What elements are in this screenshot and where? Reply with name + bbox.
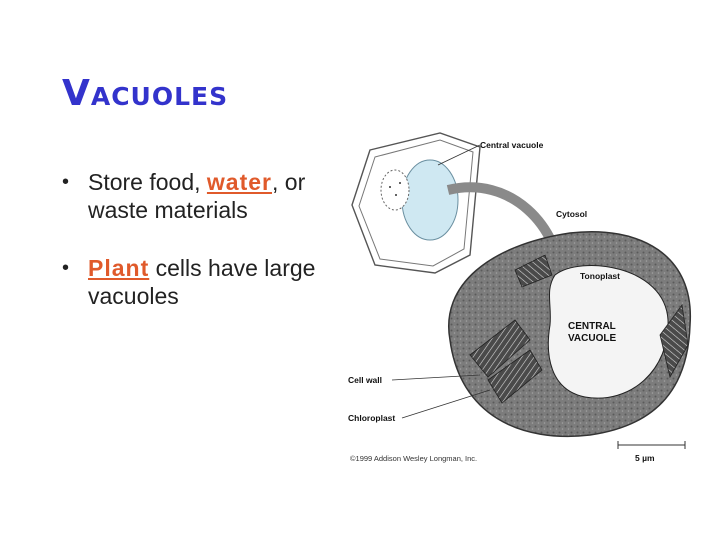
em-cell-micrograph — [448, 231, 691, 438]
bullet-text-pre: Store food, — [88, 169, 207, 195]
figure-copyright: ©1999 Addison Wesley Longman, Inc. — [350, 454, 477, 463]
label-cell-wall: Cell wall — [348, 375, 382, 385]
schematic-cell — [351, 132, 481, 274]
nucleus-shape — [380, 169, 410, 211]
plant-cell-diagram: Central vacuole Cytosol Tonoplast CENTRA… — [348, 132, 691, 463]
label-central-vacuole: Central vacuole — [480, 140, 544, 150]
vacuole-shape — [401, 159, 459, 241]
scale-bar-label: 5 µm — [635, 453, 655, 463]
label-chloroplast: Chloroplast — [348, 413, 395, 423]
bullet-highlight-water: water — [206, 169, 273, 195]
bullet-highlight-plant: Plant — [88, 255, 150, 281]
bullet-item-store-food: • Store food, water, or waste materials — [62, 168, 332, 224]
bullet-list: • Store food, water, or waste materials … — [62, 168, 332, 340]
bullet-item-plant-cells: • Plant cells have large vacuoles — [62, 254, 332, 310]
plant-cell-figure: Central vacuole Cytosol Tonoplast CENTRA… — [330, 125, 725, 470]
label-tonoplast: Tonoplast — [580, 271, 620, 281]
large-vacuole-shape — [547, 265, 669, 399]
bullet-text-post: cells have large vacuoles — [88, 255, 316, 309]
label-central-caps-1: CENTRAL — [568, 321, 616, 332]
label-cytosol: Cytosol — [556, 209, 587, 219]
slide-title: Vacuoles — [62, 73, 229, 114]
label-central-caps-2: VACUOLE — [568, 333, 616, 344]
bullet-marker: • — [62, 257, 70, 279]
bullet-marker: • — [62, 171, 70, 193]
bullet-text-post: , or waste materials — [88, 169, 306, 223]
